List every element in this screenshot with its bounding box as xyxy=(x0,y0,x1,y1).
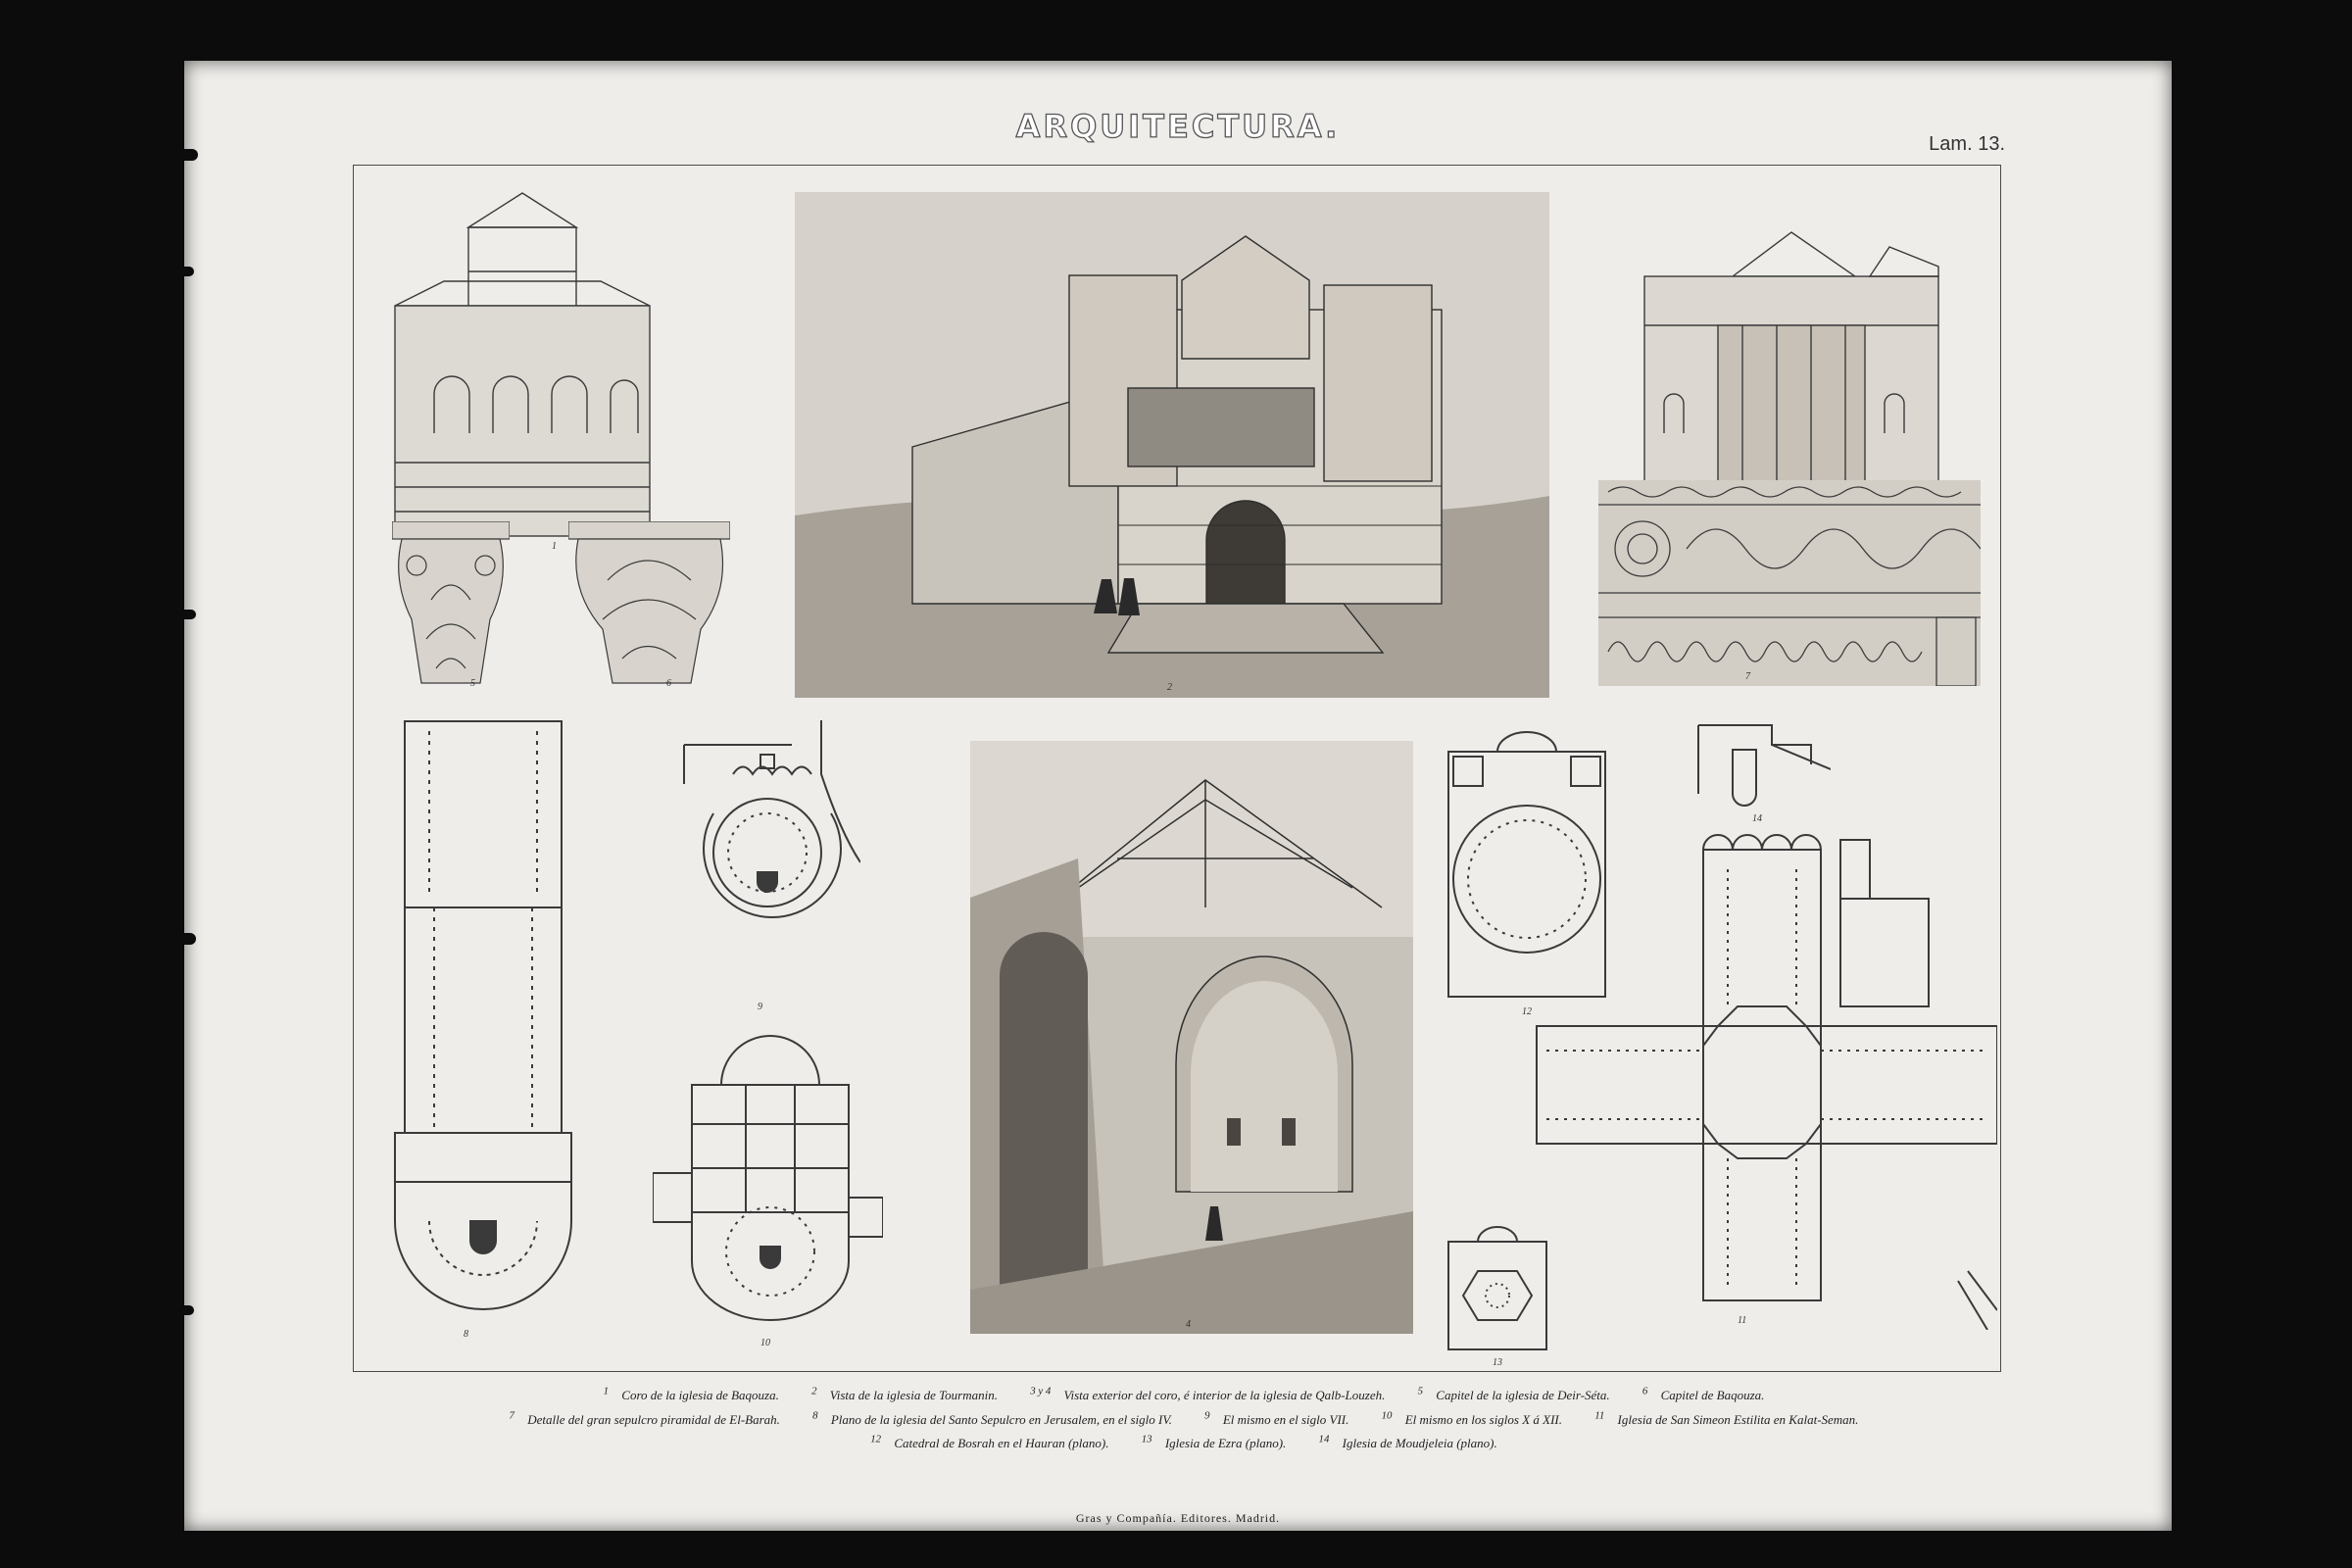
caption-entry: 1 Coro de la iglesia de Baqouza. xyxy=(603,1386,779,1403)
capital-drawing xyxy=(392,521,510,684)
figure-number: 13 xyxy=(1493,1357,1502,1368)
plan-drawing xyxy=(1697,724,1831,807)
publisher-line: Gras y Compañía. Editores. Madrid. xyxy=(1075,1511,1281,1525)
choir-elevation-drawing xyxy=(394,192,651,537)
caption-entry: 3 y 4 Vista exterior del coro, é interio… xyxy=(1030,1386,1386,1403)
caption-entry: 10 El mismo en los siglos X á XII. xyxy=(1381,1409,1563,1427)
church-view-engraving xyxy=(795,192,1549,698)
figure-8-plan-holy-sepulchre-4th-century: 8 xyxy=(390,711,576,1348)
caption-entry: 2 Vista de la iglesia de Tourmanin. xyxy=(811,1386,998,1403)
plan-drawing xyxy=(394,720,572,1310)
binding-hole xyxy=(176,1305,194,1315)
caption-entry: 7 Detalle del gran sepulcro piramidal de… xyxy=(509,1409,780,1427)
engraving-plate-sheet: ARQUITECTURA. Lam. 13. 1 xyxy=(176,61,2172,1531)
binding-hole xyxy=(176,610,196,619)
figure-7-frieze-detail: 7 xyxy=(1598,480,1981,686)
figure-4-church-interior: 4 xyxy=(970,741,1413,1334)
caption-entry: 9 El mismo en el siglo VII. xyxy=(1204,1409,1349,1427)
plan-drawing xyxy=(1447,1226,1547,1350)
caption-entry: 12 Catedral de Bosrah en el Hauran (plan… xyxy=(870,1433,1109,1450)
binding-hole xyxy=(176,267,194,276)
plate-border xyxy=(353,165,2001,1372)
plan-drawing xyxy=(653,1035,883,1321)
caption-entry: 11 Iglesia de San Simeon Estilita en Kal… xyxy=(1594,1409,1859,1427)
plan-drawing xyxy=(1536,834,1997,1330)
figure-number: 11 xyxy=(1738,1315,1747,1326)
caption-entry: 8 Plano de la iglesia del Santo Sepulcro… xyxy=(812,1409,1172,1427)
plan-drawing xyxy=(1447,731,1606,998)
figure-5-capital: 5 xyxy=(392,521,510,689)
plate-caption: 1 Coro de la iglesia de Baqouza. 2 Vista… xyxy=(380,1382,1997,1453)
church-interior-engraving xyxy=(970,741,1413,1334)
figure-number: 6 xyxy=(666,678,671,689)
figure-number: 10 xyxy=(760,1338,770,1348)
binding-hole xyxy=(176,149,198,161)
frieze-detail-drawing xyxy=(1598,480,1981,686)
figure-number: 2 xyxy=(1167,682,1172,693)
figure-number: 7 xyxy=(1745,671,1750,682)
figure-number: 5 xyxy=(470,678,475,689)
figure-12-plan-bosrah-cathedral: 12 xyxy=(1439,722,1615,1017)
figure-number: 14 xyxy=(1752,813,1762,824)
plate-title: ARQUITECTURA. xyxy=(1015,107,1341,145)
caption-entry: 5 Capitel de la iglesia de Deir-Séta. xyxy=(1417,1386,1610,1403)
figure-9-plan-7th-century: 9 xyxy=(674,715,860,1012)
capital-drawing xyxy=(568,521,730,684)
figure-14-plan-moudjeleia: 14 xyxy=(1693,715,1831,824)
plate-number: Lam. 13. xyxy=(1929,133,2005,155)
figure-10-plan-10th-12th-century: 10 xyxy=(653,1026,883,1349)
figure-number: 4 xyxy=(1186,1319,1191,1330)
figure-1-choir-elevation: 1 xyxy=(375,188,669,552)
caption-entry: 13 Iglesia de Ezra (plano). xyxy=(1141,1433,1287,1450)
caption-entry: 6 Capitel de Baqouza. xyxy=(1642,1386,1765,1403)
plan-drawing xyxy=(683,720,860,918)
figure-number: 8 xyxy=(464,1329,468,1340)
figure-13-plan-ezra: 13 xyxy=(1439,1222,1556,1369)
figure-6-capital: 6 xyxy=(568,521,730,689)
choir-exterior-drawing xyxy=(1643,231,1939,503)
figure-3-choir-exterior: 3 xyxy=(1625,208,1948,512)
caption-entry: 14 Iglesia de Moudjeleia (plano). xyxy=(1318,1433,1497,1450)
figure-number: 1 xyxy=(552,541,557,552)
figure-number: 12 xyxy=(1522,1006,1532,1017)
figure-number: 9 xyxy=(758,1002,762,1012)
binding-hole xyxy=(176,933,196,945)
figure-2-church-view: 2 xyxy=(795,192,1549,698)
figure-11-plan-st-simeon-stylites: 11 xyxy=(1527,820,1997,1330)
